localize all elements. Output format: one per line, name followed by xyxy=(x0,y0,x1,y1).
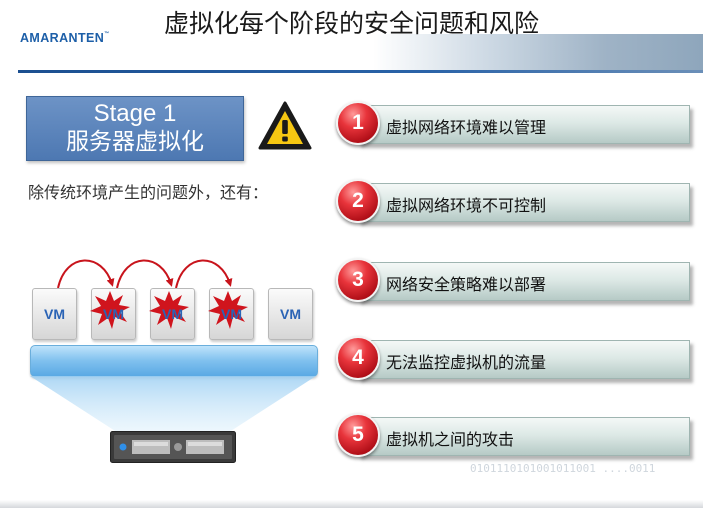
risk-item: 虚拟机之间的攻击 5 xyxy=(336,413,692,461)
risk-number-badge: 3 xyxy=(336,258,380,302)
vm-diagram: VM VM VM VM VM xyxy=(22,250,322,470)
subtitle: 除传统环境产生的问题外，还有： xyxy=(28,183,269,202)
header-divider xyxy=(18,70,703,73)
header: AMARANTEN™ 虚拟化每个阶段的安全问题和风险 xyxy=(0,0,703,74)
attack-arrow xyxy=(175,259,233,289)
server-icon xyxy=(110,431,236,463)
vm-box-attacked: VM xyxy=(149,288,195,340)
vm-label: VM xyxy=(44,306,65,322)
page-title: 虚拟化每个阶段的安全问题和风险 xyxy=(163,9,539,38)
risk-item-text: 无法监控虚拟机的流量 xyxy=(386,353,547,372)
risk-item-text: 网络安全策略难以部署 xyxy=(386,275,547,294)
risk-item-bar xyxy=(358,105,690,144)
header-circuit-background xyxy=(373,34,703,72)
vm-label: VM xyxy=(162,306,183,322)
stage-box: Stage 1 服务器虚拟化 xyxy=(26,96,244,161)
risk-item: 虚拟网络环境难以管理 1 xyxy=(336,101,692,149)
attack-burst-icon xyxy=(149,291,189,329)
risk-item-bar xyxy=(358,340,690,379)
vm-box: VM xyxy=(268,288,313,340)
risk-item: 网络安全策略难以部署 3 xyxy=(336,258,692,306)
logo-trademark: ™ xyxy=(104,31,110,37)
vm-box-attacked: VM xyxy=(208,288,254,340)
risk-number-badge: 4 xyxy=(336,336,380,380)
risk-item-bar xyxy=(358,417,690,456)
risk-item-text: 虚拟网络环境难以管理 xyxy=(386,118,547,137)
risk-item-bar xyxy=(358,183,690,222)
attack-burst-icon xyxy=(90,291,130,329)
risk-item-text: 虚拟网络环境不可控制 xyxy=(386,196,547,215)
vm-label: VM xyxy=(280,306,301,322)
bottom-edge xyxy=(0,500,703,508)
attack-arrow xyxy=(116,259,174,289)
risk-item-text: 虚拟机之间的攻击 xyxy=(386,430,515,449)
attack-burst-icon xyxy=(208,291,248,329)
stage-name: 服务器虚拟化 xyxy=(66,129,204,155)
hypervisor-beam xyxy=(30,376,316,438)
attack-arrow xyxy=(57,259,115,289)
risk-item: 无法监控虚拟机的流量 4 xyxy=(336,336,692,384)
warning-icon xyxy=(258,101,312,150)
risk-number-badge: 2 xyxy=(336,179,380,223)
risk-number-badge: 5 xyxy=(336,413,380,457)
vm-label: VM xyxy=(103,306,124,322)
hypervisor-layer xyxy=(30,345,318,377)
logo-text: AMARANTEN xyxy=(20,31,105,45)
company-logo: AMARANTEN™ xyxy=(20,31,110,45)
risk-number-badge: 1 xyxy=(336,101,380,145)
attack-arrows xyxy=(57,259,233,289)
binary-watermark: 0101110101001011001 ....0011 xyxy=(470,462,656,475)
vm-box: VM xyxy=(32,288,77,340)
risk-item: 虚拟网络环境不可控制 2 xyxy=(336,179,692,227)
risk-item-bar xyxy=(358,262,690,301)
stage-number: Stage 1 xyxy=(93,100,177,127)
vm-label: VM xyxy=(221,306,242,322)
vm-box-attacked: VM xyxy=(90,288,136,340)
